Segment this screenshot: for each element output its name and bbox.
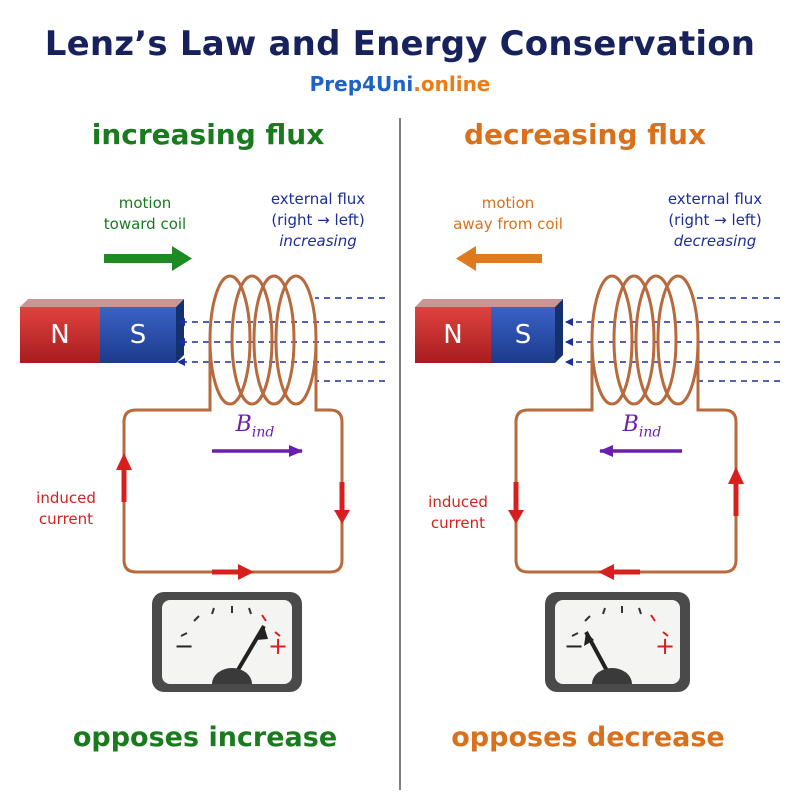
meter-minus: − — [563, 632, 585, 660]
induced-field-label: Bind — [236, 412, 275, 440]
field-subscript: ind — [251, 424, 275, 441]
current-label-line1: induced — [428, 493, 488, 511]
induced-field-label: Bind — [623, 412, 662, 440]
panel-footer-increasing: opposes increase — [72, 722, 338, 753]
current-label-line2: current — [430, 514, 486, 532]
flux-label-line2: (right → left) — [668, 211, 762, 229]
motion-label-line2: away from coil — [453, 215, 563, 233]
flux-label: external flux (right → left) decreasing — [668, 189, 762, 252]
brand-name: Prep4Uni — [309, 72, 414, 96]
external-flux-lines — [565, 297, 780, 382]
meter-minus: − — [173, 632, 195, 660]
current-arrow-down — [508, 482, 524, 524]
current-arrow-right — [212, 564, 254, 580]
panel-heading-increasing: increasing flux — [91, 118, 325, 151]
field-subscript: ind — [638, 424, 662, 441]
motion-label: motion toward coil — [104, 193, 186, 235]
brand-logo: Prep4Uni.online — [310, 72, 491, 96]
panel-footer-decreasing: opposes decrease — [451, 722, 725, 753]
current-arrow-down — [334, 482, 350, 524]
bar-magnet — [415, 299, 563, 363]
panel-heading-decreasing: decreasing flux — [463, 118, 707, 151]
panel-decreasing — [415, 246, 780, 692]
current-arrow-left — [598, 564, 640, 580]
brand-suffix: .online — [413, 72, 491, 96]
external-flux-lines — [177, 297, 385, 382]
flux-label-line1: external flux — [667, 190, 763, 208]
galvanometer — [152, 592, 302, 692]
motion-label-line1: motion — [481, 194, 535, 212]
induced-current-arrows — [508, 467, 744, 580]
magnet-north-label: N — [443, 320, 463, 350]
motion-label-line2: toward coil — [103, 215, 187, 233]
panel-increasing — [20, 246, 385, 692]
magnet-south-label: S — [129, 320, 147, 350]
motion-arrow — [104, 246, 192, 271]
meter-plus: + — [654, 632, 676, 660]
flux-label-line1: external flux — [270, 190, 366, 208]
field-symbol: B — [622, 412, 639, 437]
induced-current-label: induced current — [36, 488, 96, 530]
motion-arrow — [456, 246, 542, 271]
magnet-north-label: N — [50, 320, 70, 350]
field-symbol: B — [235, 412, 252, 437]
current-arrow-up — [728, 467, 744, 516]
current-label-line1: induced — [36, 489, 96, 507]
induced-current-arrows — [116, 453, 350, 580]
current-arrow-up — [116, 453, 132, 502]
bar-magnet — [20, 299, 184, 363]
current-label-line2: current — [38, 510, 94, 528]
induced-current-label: induced current — [428, 492, 488, 534]
flux-label: external flux (right → left) increasing — [271, 189, 365, 252]
galvanometer — [545, 592, 690, 692]
motion-label: motion away from coil — [453, 193, 563, 235]
magnet-south-label: S — [514, 320, 532, 350]
motion-label-line1: motion — [118, 194, 172, 212]
page-title: Lenz’s Law and Energy Conservation — [44, 24, 756, 64]
flux-label-line3: decreasing — [673, 232, 757, 250]
flux-label-line2: (right → left) — [271, 211, 365, 229]
flux-label-line3: increasing — [279, 232, 357, 250]
meter-plus: + — [267, 632, 289, 660]
